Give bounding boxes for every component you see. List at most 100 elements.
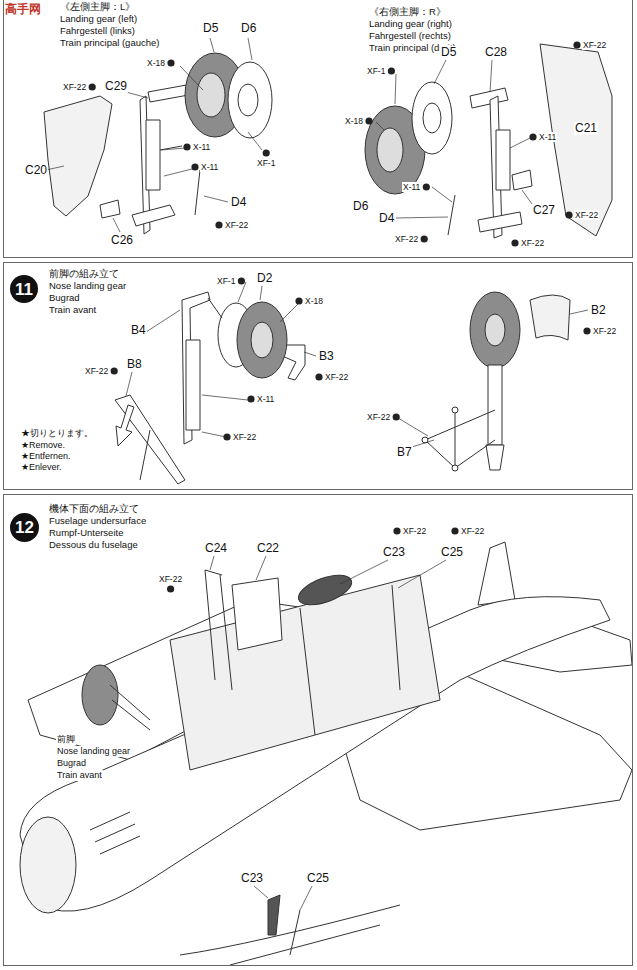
part-number: C23 [240,872,264,885]
step-heading: Train avant [49,304,96,316]
step-panel: 《左側主脚：L》Landing gear (left)Fahrgestell (… [3,0,633,258]
part-number: D5 [202,22,219,35]
part-number: C20 [24,164,48,177]
paint-code: XF-1 [256,158,276,168]
part-number: B7 [396,446,413,459]
paint-code: XF-1 [366,66,386,76]
paint-code: X-18 [344,116,364,126]
step-heading: 機体下面の組み立て [49,503,139,515]
paint-code: X-18 [146,58,166,68]
paint-bullet [315,373,322,380]
step-heading: Fahrgestell (links) [60,25,135,37]
part-number: C28 [484,46,508,59]
part-number: D5 [440,46,457,59]
step-heading: Nose landing gear [49,280,126,292]
paint-code: X-11 [192,142,211,152]
paint-bullet [511,239,518,246]
paint-code: XF-22 [84,366,109,376]
note-text: ★Enlever. [20,462,63,473]
step-heading: Fahrgestell (rechts) [369,30,451,42]
step-heading: Train principal (gauche) [60,37,159,49]
step-number: 11 [15,281,33,298]
part-number: D6 [352,200,369,213]
paint-code: XF-1 [216,276,236,286]
paint-bullet [223,433,230,440]
paint-code: X-11 [200,162,219,172]
paint-code: XF-22 [582,40,607,50]
paint-bullet [529,133,536,140]
paint-code: X-11 [256,394,275,404]
paint-code: XF-22 [324,372,349,382]
paint-code: XF-22 [592,326,617,336]
paint-bullet [365,117,372,124]
note-text: ★Entfernen. [20,451,72,462]
step-number-badge: 11 [10,275,38,303]
step-heading: Fuselage undersurface [49,515,146,527]
note-text: Train avant [56,770,103,781]
paint-bullet [421,235,428,242]
step-heading: Rumpf-Unterseite [49,527,123,539]
paint-bullet [583,327,590,334]
step-heading: Dessous du fuselage [49,539,138,551]
paint-code: XF-22 [460,526,485,536]
part-number: C24 [204,542,228,555]
paint-code: XF-22 [232,432,257,442]
paint-bullet [111,367,118,374]
part-number: D4 [230,196,247,209]
step-heading: 前脚の組み立て [49,268,119,280]
part-number: D4 [378,212,395,225]
part-number: C25 [440,546,464,559]
part-number: B4 [130,324,147,337]
paint-code: XF-22 [520,238,545,248]
note-text: Bugrad [56,758,87,769]
step-heading: Bugrad [49,292,80,304]
watermark: 高手网 [4,2,42,16]
paint-code: XF-22 [574,210,599,220]
paint-code: X-18 [304,296,324,306]
part-number: C27 [532,204,556,217]
paint-bullet [167,59,174,66]
paint-code: XF-22 [366,412,391,422]
note-text: 前脚 [56,734,76,745]
paint-bullet [451,527,458,534]
part-number: C29 [104,80,128,93]
part-number: D6 [240,22,257,35]
paint-bullet [393,413,400,420]
paint-code: XF-22 [394,234,419,244]
step-heading: Landing gear (right) [369,18,452,30]
paint-code: X-11 [538,132,557,142]
paint-bullet [565,211,572,218]
paint-bullet [167,585,174,592]
paint-bullet [247,395,254,402]
paint-code: XF-22 [402,526,427,536]
part-number: B3 [318,350,335,363]
note-text: ★Remove. [20,440,66,451]
paint-bullet [388,67,395,74]
part-number: C23 [382,546,406,559]
step-number: 12 [15,519,34,536]
part-number: C22 [256,542,280,555]
step-heading: Landing gear (left) [60,13,137,25]
part-number: D2 [256,272,273,285]
note-text: ★切りとります。 [20,428,94,439]
paint-bullet [573,41,580,48]
step-panel: 機体下面の組み立てFuselage undersurfaceRumpf-Unte… [3,494,633,966]
paint-bullet [215,221,222,228]
paint-bullet [295,297,302,304]
paint-code: XF-22 [62,82,87,92]
paint-bullet [263,149,270,156]
paint-code: XF-22 [224,220,249,230]
paint-bullet [89,83,96,90]
step-number-badge: 12 [10,513,39,542]
part-number: C26 [110,234,134,247]
note-text: Nose landing gear [56,746,131,757]
paint-code: X-11 [402,182,421,192]
part-number: B2 [590,304,607,317]
paint-bullet [183,143,190,150]
part-number: B8 [126,358,143,371]
paint-bullet [238,277,245,284]
part-number: C25 [306,872,330,885]
